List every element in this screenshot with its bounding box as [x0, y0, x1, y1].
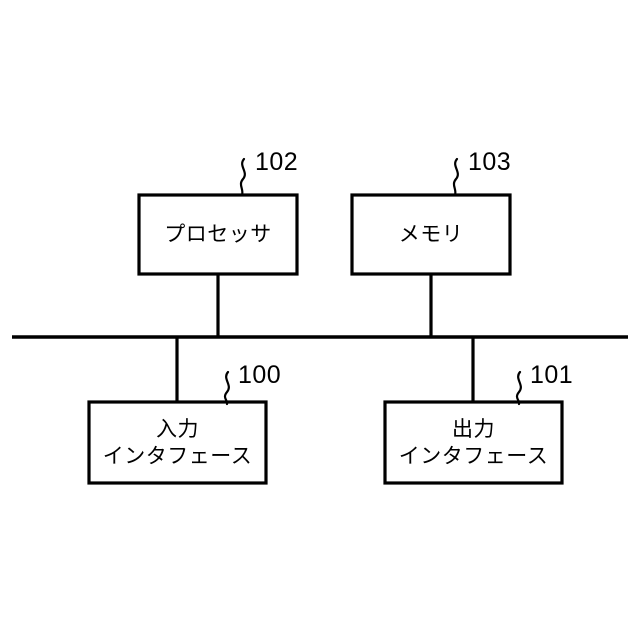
- reference-number-102: 102: [255, 148, 299, 176]
- reference-number-103: 103: [468, 148, 512, 176]
- lead-line-101: [515, 370, 522, 406]
- reference-number-100: 100: [238, 361, 282, 389]
- lead-line-103: [452, 157, 459, 197]
- block-output-interface: [383, 400, 564, 485]
- reference-number-101: 101: [530, 361, 574, 389]
- block-label-input-interface: 入力 インタフェース: [89, 402, 266, 483]
- block-processor: [137, 193, 299, 276]
- block-memory: [350, 193, 512, 276]
- block-label-processor: プロセッサ: [139, 195, 297, 274]
- block-label-output-interface-line-1: 出力: [452, 417, 495, 441]
- block-label-output-interface-line-2: インタフェース: [398, 444, 549, 468]
- block-label-input-interface-line-2: インタフェース: [102, 444, 253, 468]
- block-label-input-interface-line-1: 入力: [156, 417, 199, 441]
- block-input-interface: [87, 400, 268, 485]
- block-label-memory-line-1: メモリ: [398, 223, 464, 246]
- block-label-memory: メモリ: [352, 195, 510, 274]
- lead-line-100: [223, 370, 230, 406]
- block-label-processor-line-1: プロセッサ: [164, 223, 272, 246]
- lead-line-102: [239, 157, 246, 197]
- block-label-output-interface: 出力 インタフェース: [385, 402, 562, 483]
